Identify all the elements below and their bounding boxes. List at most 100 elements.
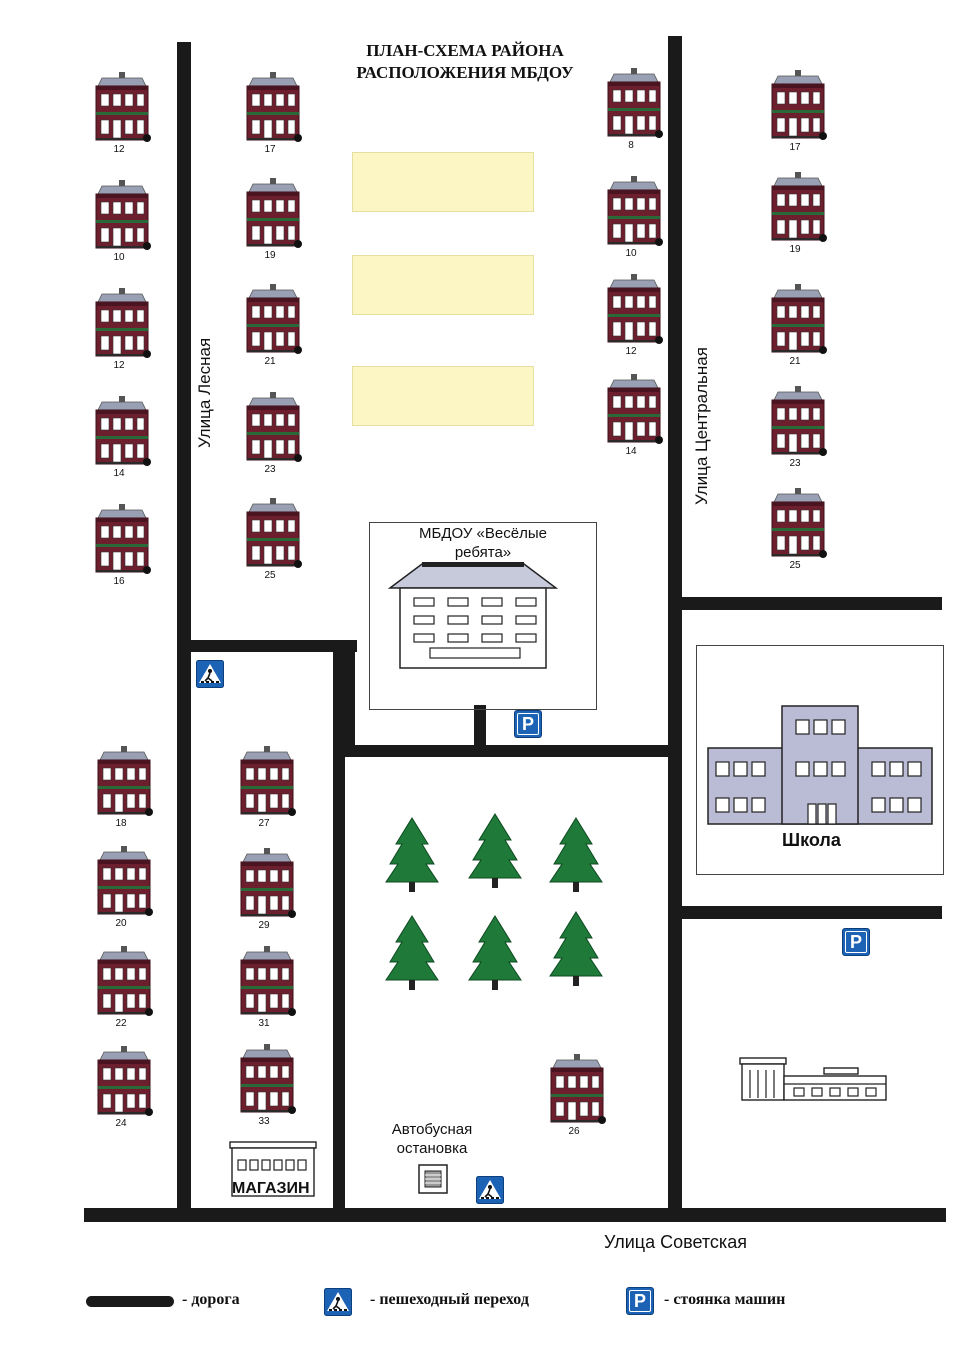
- playground-1: [352, 152, 534, 212]
- house-col4-3: 21: [768, 284, 828, 372]
- house-number: 17: [264, 144, 276, 155]
- school-building: [707, 705, 933, 825]
- legend-parking-glyph: P: [629, 1290, 651, 1312]
- house-number: 21: [789, 356, 801, 367]
- house-col5-1: 18: [94, 746, 154, 834]
- tree-icon: [548, 910, 604, 986]
- road-lesnaya: [177, 42, 191, 1222]
- shop-label: МАГАЗИН: [232, 1180, 310, 1197]
- house-col6-3: 31: [237, 946, 297, 1034]
- bus-stop-label-line1: Автобусная: [391, 1121, 473, 1138]
- house-col1-5: 16: [92, 504, 152, 592]
- shop-building-icon: [229, 1141, 317, 1197]
- house-number: 27: [258, 818, 270, 829]
- legend-road-swatch: [86, 1296, 174, 1307]
- house-col5-3: 22: [94, 946, 154, 1034]
- house-number: 14: [625, 446, 637, 457]
- house-col2-5: 25: [243, 498, 303, 586]
- house-col5-2: 20: [94, 846, 154, 934]
- house-number: 31: [258, 1018, 270, 1029]
- house-number: 24: [115, 1118, 127, 1129]
- house-col2-2: 19: [243, 178, 303, 266]
- house-number: 25: [264, 570, 276, 581]
- tree-icon: [467, 914, 523, 990]
- house-col4-5: 25: [768, 488, 828, 576]
- street-label-lesnaya: Улица Лесная: [195, 337, 214, 448]
- parking-sign-icon: P: [842, 928, 870, 956]
- house-col4-4: 23: [768, 386, 828, 474]
- plan-title-line1: ПЛАН-СХЕМА РАЙОНА: [366, 41, 564, 60]
- commercial-building-icon: [739, 1057, 887, 1101]
- pedestrian-crossing-icon: [196, 660, 224, 688]
- house-col6-4: 33: [237, 1044, 297, 1132]
- bus-stop-label: Автобусная остановка: [380, 1120, 484, 1158]
- house-number: 29: [258, 920, 270, 931]
- house-number: 23: [789, 458, 801, 469]
- legend-parking-label: - стоянка машин: [664, 1291, 786, 1308]
- house-number: 23: [264, 464, 276, 475]
- legend-crossing-icon: [324, 1288, 352, 1316]
- bus-stop-label-line2: остановка: [396, 1140, 468, 1157]
- house-col2-3: 21: [243, 284, 303, 372]
- house-col2-1: 17: [243, 72, 303, 160]
- house-number: 25: [789, 560, 801, 571]
- house-col1-3: 12: [92, 288, 152, 376]
- kindergarten-label-line1: МБДОУ «Весёлые: [419, 525, 547, 542]
- house-number: 19: [789, 244, 801, 255]
- road-shop-lane: [333, 652, 345, 1208]
- house-number: 12: [113, 144, 125, 155]
- house-col3-4: 14: [604, 374, 664, 462]
- pedestrian-crossing-icon: [476, 1176, 504, 1204]
- house-col1-1: 12: [92, 72, 152, 160]
- bus-stop-icon: [418, 1164, 448, 1194]
- tree-icon: [548, 816, 604, 892]
- house-number: 16: [113, 576, 125, 587]
- house-number: 26: [568, 1126, 580, 1137]
- road-centralnaya: [668, 36, 682, 1222]
- school-label: Школа: [782, 830, 841, 850]
- house-col4-2: 19: [768, 172, 828, 260]
- house-number: 33: [258, 1116, 270, 1127]
- house-number: 8: [628, 140, 634, 151]
- playground-3: [352, 366, 534, 426]
- kindergarten-building: [388, 562, 558, 669]
- plan-title-line2: РАСПОЛОЖЕНИЯ МБДОУ: [356, 63, 574, 82]
- house-col3-1: 8: [604, 68, 664, 156]
- road-kindergarten-stub: [474, 705, 486, 745]
- kindergarten-area: [369, 522, 597, 710]
- plan-title: ПЛАН-СХЕМА РАЙОНА РАСПОЛОЖЕНИЯ МБДОУ: [300, 40, 630, 84]
- house-col4-1: 17: [768, 70, 828, 158]
- house-extra: 26: [547, 1054, 607, 1142]
- road-park-lane: [345, 652, 355, 745]
- legend-crossing-label: - пешеходный переход: [370, 1291, 529, 1308]
- house-col1-4: 14: [92, 396, 152, 484]
- house-number: 22: [115, 1018, 127, 1029]
- parking-sign-glyph: P: [517, 713, 539, 735]
- tree-icon: [384, 816, 440, 892]
- house-col6-2: 29: [237, 848, 297, 936]
- house-number: 20: [115, 918, 127, 929]
- road-right-lower: [682, 906, 942, 919]
- house-number: 10: [113, 252, 125, 263]
- house-number: 17: [789, 142, 801, 153]
- legend-parking-icon: P: [626, 1287, 654, 1315]
- house-number: 21: [264, 356, 276, 367]
- house-number: 18: [115, 818, 127, 829]
- kindergarten-label-line2: ребята»: [454, 544, 512, 561]
- house-col3-3: 12: [604, 274, 664, 362]
- house-number: 10: [625, 248, 637, 259]
- house-number: 19: [264, 250, 276, 261]
- house-number: 12: [625, 346, 637, 357]
- house-col1-2: 10: [92, 180, 152, 268]
- house-col6-1: 27: [237, 746, 297, 834]
- house-col5-4: 24: [94, 1046, 154, 1134]
- road-kindergarten-access: [345, 745, 668, 757]
- kindergarten-label: МБДОУ «Весёлые ребята»: [398, 524, 568, 562]
- tree-icon: [467, 812, 523, 888]
- parking-sign-icon: P: [514, 710, 542, 738]
- legend-road-label: - дорога: [182, 1291, 240, 1308]
- house-number: 12: [113, 360, 125, 371]
- road-sovetskaya: [84, 1208, 946, 1222]
- road-right-upper: [682, 597, 942, 610]
